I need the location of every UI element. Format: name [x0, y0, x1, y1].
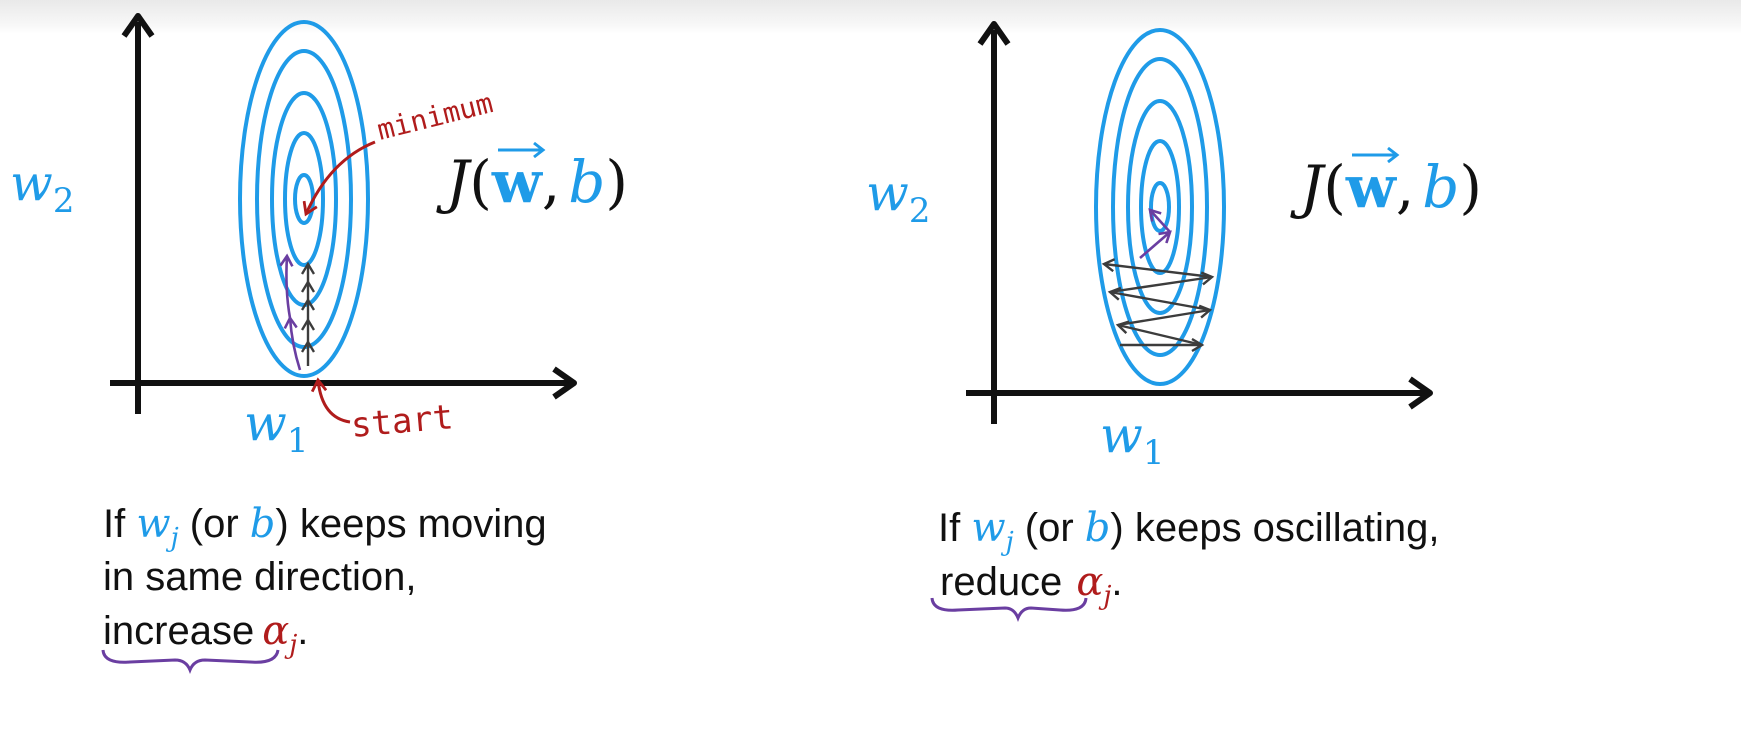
left-panel: minimum start J(w,b) w2 w1 If wj (or b) … [10, 13, 628, 675]
step-arrow [1118, 325, 1203, 347]
right-adaptive-path [1139, 210, 1171, 259]
adaptive-step-arrow [1150, 210, 1171, 233]
left-adaptive-path [286, 256, 302, 371]
increase-word: increase [103, 609, 254, 653]
right-cost-function-label: J(w,b) [1290, 153, 1482, 221]
increase-underbrace [101, 649, 280, 675]
right-contour-ring [1139, 139, 1181, 275]
left-y-axis-label: w2 [10, 154, 74, 221]
right-contour-ring [1111, 57, 1209, 357]
adaptive-step-arrow [290, 318, 302, 371]
minimum-pointer-arrow [306, 140, 376, 214]
right-panel: J(w,b) w2 w1 If wj (or b) keeps oscillat… [866, 21, 1482, 623]
right-oscillating-steps [1104, 264, 1212, 345]
right-contour-ring [1149, 181, 1171, 233]
left-vector-arrow-icon [498, 141, 546, 159]
right-contour-ring [1126, 99, 1194, 315]
right-x-arrowhead [1408, 376, 1433, 410]
right-caption-line-1: If wj (or b) keeps oscillating, [938, 505, 1439, 557]
right-contour-ring [1094, 28, 1226, 386]
left-y-arrowhead [121, 13, 155, 38]
left-contour-ring [238, 20, 370, 378]
start-pointer-arrow [318, 380, 351, 424]
left-x-axis-label: w1 [244, 394, 308, 461]
adaptive-step-arrow [1139, 232, 1170, 259]
right-vector-w: w [1345, 153, 1398, 221]
adaptive-step-arrow [286, 256, 290, 319]
left-caption-line-2: in same direction, [103, 555, 416, 599]
right-y-arrowhead [977, 21, 1011, 46]
left-contours [238, 20, 370, 378]
left-contour-ring [283, 131, 325, 267]
left-caption-line-1: If wj (or b) keeps moving [103, 501, 547, 553]
start-label: start [349, 397, 454, 446]
right-contours [1094, 28, 1226, 386]
step-arrow [1117, 310, 1210, 327]
step-arrow [1109, 277, 1212, 294]
step-arrow [1104, 264, 1213, 279]
step-arrow [1110, 292, 1211, 312]
left-axes [110, 13, 577, 414]
reduce-word: reduce [940, 560, 1062, 604]
left-cost-function-label: J(w,b) [436, 148, 628, 216]
left-contour-ring [270, 91, 338, 307]
right-x-axis-label: w1 [1100, 406, 1164, 473]
left-vector-w: w [491, 148, 544, 216]
start-annotation: start [318, 380, 455, 446]
right-vector-arrow-icon [1352, 146, 1400, 164]
reduce-underbrace [930, 597, 1088, 623]
right-axes [966, 21, 1433, 424]
minimum-label: minimum [374, 86, 496, 147]
right-y-axis-label: w2 [866, 164, 930, 231]
left-contour-ring [293, 173, 315, 225]
left-x-arrowhead [552, 366, 577, 400]
